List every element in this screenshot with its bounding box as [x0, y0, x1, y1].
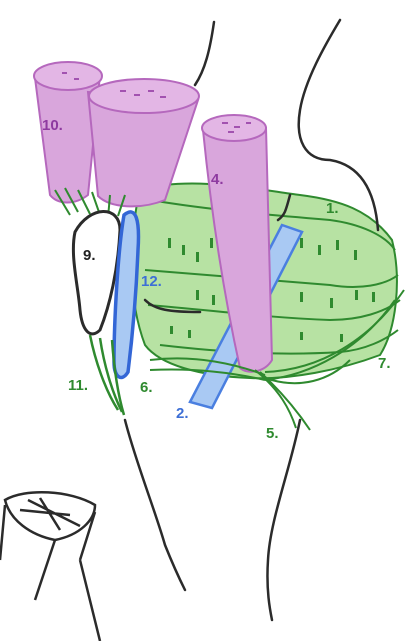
label-6: 6. — [140, 379, 153, 396]
label-4: 4. — [211, 171, 224, 188]
label-7: 7. — [378, 355, 391, 372]
label-5: 5. — [266, 425, 279, 442]
patella-9 — [73, 211, 120, 333]
label-11: 11. — [68, 377, 88, 394]
label-9: 9. — [83, 247, 96, 264]
label-1: 1. — [326, 200, 339, 217]
label-12: 12. — [141, 273, 162, 290]
label-2: 2. — [176, 405, 189, 422]
label-10: 10. — [42, 117, 63, 134]
bone-shaft-sketch — [0, 492, 100, 641]
